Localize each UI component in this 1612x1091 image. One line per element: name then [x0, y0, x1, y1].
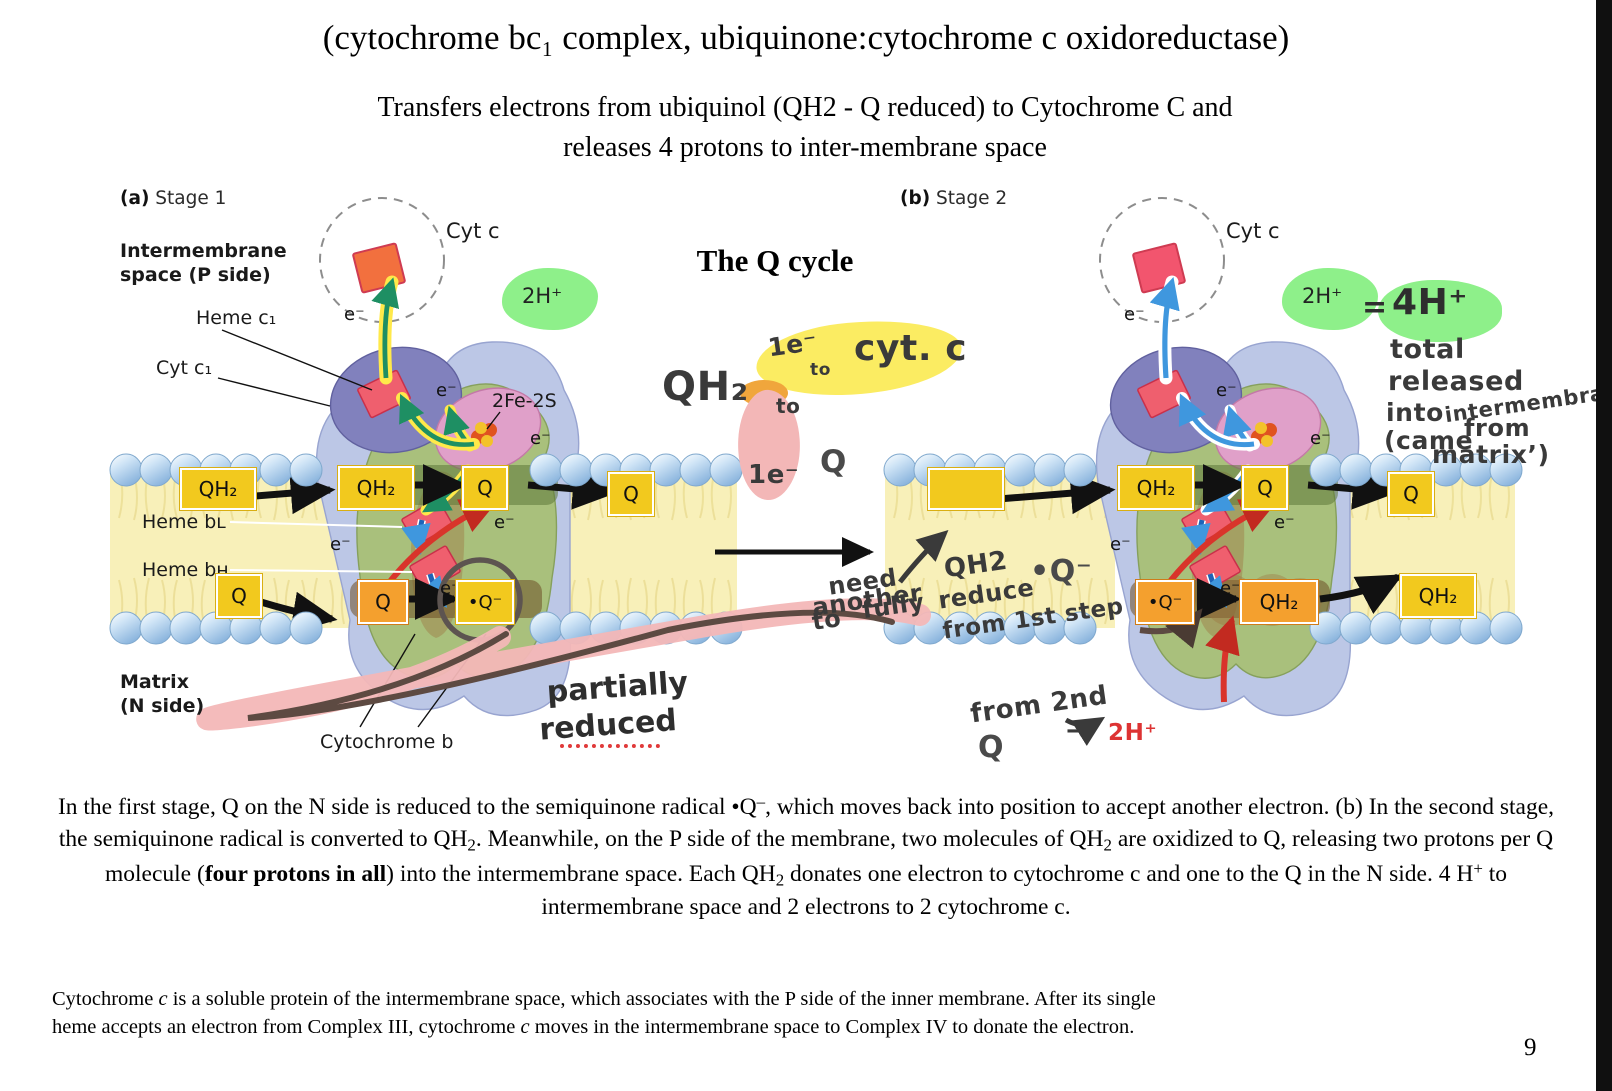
handwriting-qh2-label: QH₂	[662, 364, 749, 410]
electron-label-right-4: e⁻	[1274, 512, 1295, 533]
footnote-line-1: Cytochrome c is a soluble protein of the…	[52, 988, 1156, 1010]
cyt-c1-label: Cyt c₁	[156, 357, 213, 379]
partially-reduced-ink-line	[247, 609, 895, 721]
body-paragraph-part-1: In the first stage, Q on the N side is r…	[57, 792, 1555, 887]
electron-label-right-6: e⁻	[1220, 578, 1241, 599]
proton-label-right: 2H⁺	[1302, 284, 1343, 308]
footnote-line-2: heme accepts an electron from Complex II…	[52, 1016, 1135, 1039]
intermembrane-space-line-1: Intermembrane	[120, 240, 287, 262]
q-cycle-figure: (a) Stage 1 Intermembrane space (P side)…	[0, 182, 1612, 774]
heme-bh-label: Heme bʜ	[142, 559, 229, 581]
handwriting-released: released	[1388, 366, 1524, 397]
heme-bl-label: Heme bʟ	[142, 511, 226, 533]
page-subtitle-line-1: Transfers electrons from ubiquinol (QH2 …	[377, 92, 1233, 123]
handwriting-came: (came	[1384, 426, 1474, 455]
qbox-semiquinone-left[interactable]: •Q⁻	[456, 580, 514, 624]
body-bold-four-protons: four protons	[204, 860, 330, 887]
handwriting-into: into	[1386, 398, 1444, 427]
qbox-semiquinone-right[interactable]: •Q⁻	[1136, 580, 1194, 624]
handwriting-partially-reduced: partially reduced	[538, 665, 692, 748]
qbox-far-q-left[interactable]: Q	[608, 472, 654, 516]
qbox-matrix-q-left[interactable]: Q	[216, 574, 262, 618]
page-subtitle: Transfers electrons from ubiquinol (QH2 …	[130, 88, 1480, 168]
intermembrane-space-label: Intermembrane space (P side)	[120, 239, 287, 288]
handwriting-from: from	[1464, 414, 1531, 442]
stage-2-marker: (b)	[900, 188, 931, 209]
handwriting-total: total	[1390, 334, 1465, 365]
electron-label-left-3: e⁻	[530, 428, 551, 449]
electron-label-right-5: e⁻	[1110, 534, 1131, 555]
footnote-block: Cytochrome c is a soluble protein of the…	[52, 985, 1492, 1042]
matrix-label: Matrix (N side)	[120, 670, 204, 719]
page-title-text: (cytochrome bc₁ complex, ubiquinone:cyto…	[322, 18, 1290, 57]
stage-1-caption: (a) Stage 1	[120, 188, 226, 209]
qbox-far-q-right[interactable]: Q	[1388, 472, 1434, 516]
handwriting-qh2-text: QH₂	[662, 364, 749, 410]
cyt-c-label-left: Cyt c	[446, 219, 500, 243]
stage-1-marker: (a)	[120, 188, 150, 209]
handwriting-2nd-q: Q	[978, 730, 1005, 765]
handwriting-semiquinone-target: •Q⁻	[1030, 554, 1093, 589]
qbox-nsite-q-left[interactable]: Q	[358, 580, 408, 624]
qbox-site-qh2-left[interactable]: QH₂	[338, 466, 414, 510]
handwriting-arrow-glyph: →	[1066, 716, 1089, 746]
matrix-line-1: Matrix	[120, 671, 189, 693]
proton-highlight-right	[1282, 268, 1378, 330]
page-number: 9	[1524, 1034, 1537, 1061]
intermembrane-space-line-2: space (P side)	[120, 264, 271, 287]
electron-label-right-3: e⁻	[1310, 428, 1331, 449]
qbox-outer-qh2-left[interactable]: QH₂	[180, 468, 256, 510]
fe2s2-label-left: 2Fe-2S	[492, 390, 557, 412]
qbox-site-qh2-right[interactable]: QH₂	[1118, 466, 1194, 510]
body-paragraph: In the first stage, Q on the N side is r…	[55, 790, 1557, 924]
handwriting-2h-plus: 2H⁺	[1108, 720, 1158, 746]
handwriting-1e-bottom: 1e⁻	[748, 460, 800, 490]
page-title: (cytochrome bc₁ complex, ubiquinone:cyto…	[0, 18, 1612, 57]
electron-label-left-1: e⁻	[344, 304, 365, 325]
electron-label-left-4: e⁻	[494, 512, 515, 533]
page-subtitle-line-2: releases 4 protons to inter-membrane spa…	[563, 131, 1047, 163]
handwriting-to-bottom: to	[776, 394, 801, 418]
matrix-line-2: (N side)	[120, 695, 205, 718]
handwriting-q-target: Q	[820, 444, 847, 480]
qbox-outer-qh2-far-right[interactable]: QH₂	[1400, 574, 1476, 618]
handwriting-to: to	[810, 604, 843, 636]
cytochrome-b-label: Cytochrome b	[320, 731, 454, 753]
stage-1-label: Stage 1	[155, 188, 227, 209]
stage-2-label: Stage 2	[936, 188, 1008, 209]
handwriting-cytc-target: cyt. c	[854, 328, 968, 369]
electron-label-left-6: e⁻	[440, 578, 461, 599]
qbox-site-q-left[interactable]: Q	[462, 466, 508, 510]
handwriting-matrix: matrix’)	[1432, 440, 1550, 469]
cyt-c-label-right: Cyt c	[1226, 219, 1280, 243]
handwriting-equals: =	[1362, 290, 1388, 325]
q-cycle-heading: The Q cycle	[696, 243, 854, 278]
handwriting-4h-plus: 4H⁺	[1392, 282, 1468, 323]
qbox-nsite-qh2-right[interactable]: QH₂	[1240, 580, 1318, 624]
body-bold-in-all: in all	[335, 860, 387, 887]
right-edge-bar	[1596, 0, 1612, 1091]
need-another-arrow	[898, 529, 949, 584]
total-protons-highlight	[1378, 280, 1502, 342]
proton-highlight-left	[502, 268, 598, 330]
heme-c1-label: Heme c₁	[196, 307, 277, 329]
qbox-outer-qh2-right[interactable]	[928, 468, 1004, 510]
electron-label-right-1: e⁻	[1124, 304, 1145, 325]
stage-2-caption: (b) Stage 2	[900, 188, 1007, 209]
electron-label-right-2: e⁻	[1216, 380, 1237, 401]
qbox-site-q-right[interactable]: Q	[1242, 466, 1288, 510]
proton-label-left: 2H⁺	[522, 284, 563, 308]
electron-label-left-5: e⁻	[330, 534, 351, 555]
handwriting-to-top: to	[810, 360, 832, 380]
body-paragraph-part-2: ) into the intermembrane space. Each QH2…	[386, 858, 1508, 920]
partially-reduced-underline	[560, 744, 660, 748]
electron-label-left-2: e⁻	[436, 380, 457, 401]
